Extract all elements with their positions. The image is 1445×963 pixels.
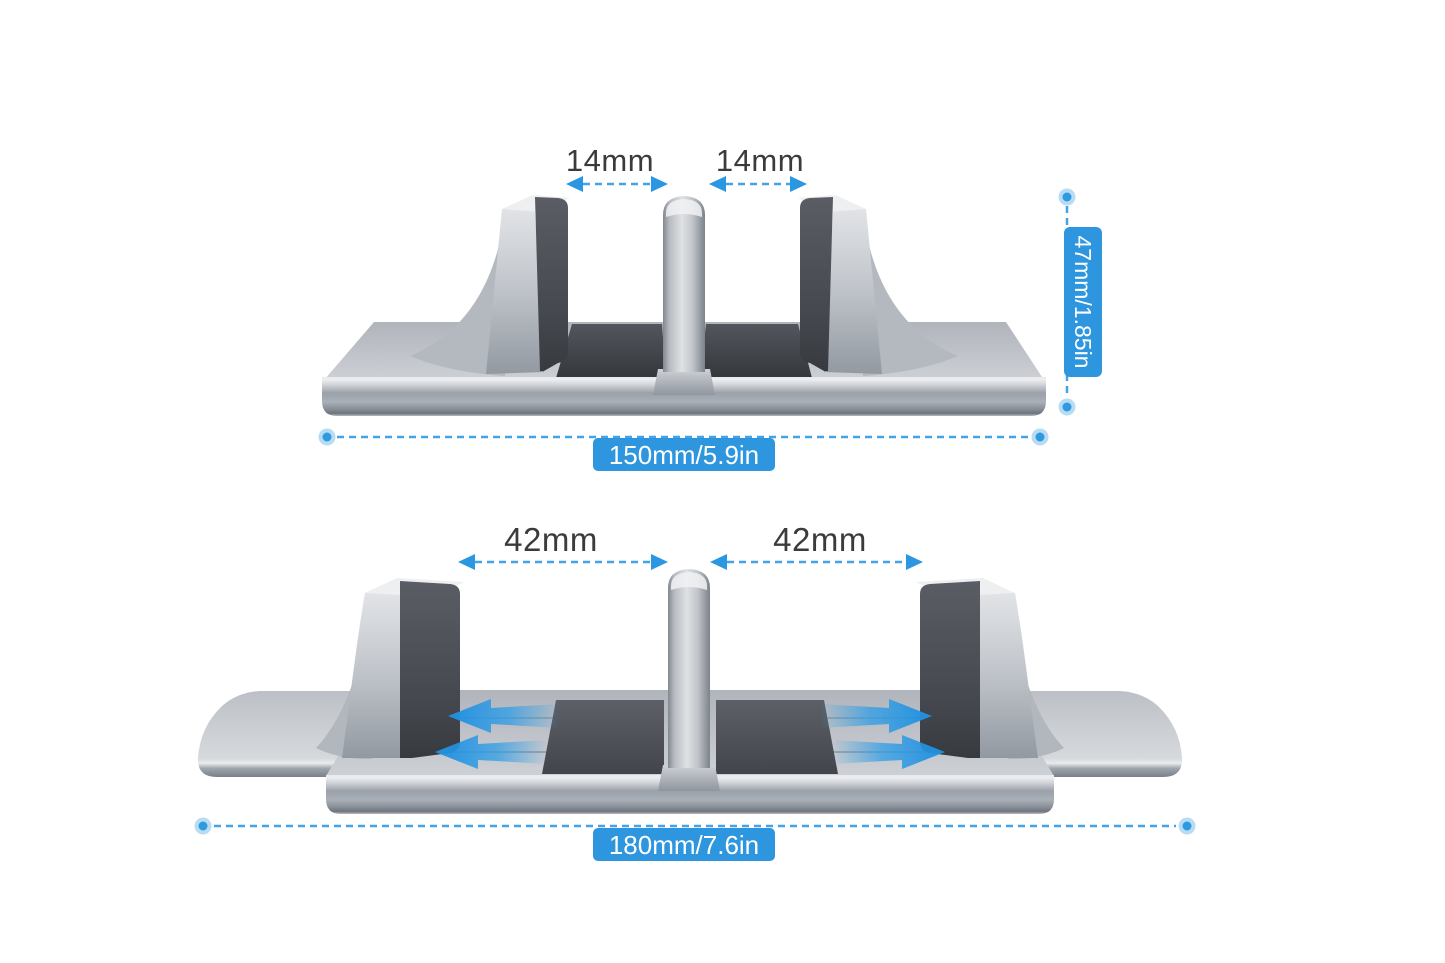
slide-arrow-left-icon [435, 735, 548, 769]
dimension-endpoint-dot [194, 817, 1196, 835]
expanded-stand-illustration [197, 569, 1183, 814]
arrowhead-icon [458, 554, 475, 570]
slide-arrow-right-icon [820, 699, 932, 733]
arrowhead-icon [906, 554, 923, 570]
center-divider [658, 569, 720, 791]
base-front-face [322, 379, 1046, 416]
arrowhead-icon [651, 554, 668, 570]
right-slot-pad [716, 700, 838, 774]
arrowhead-icon [790, 176, 807, 192]
compact-left-slot-width-label: 14mm [565, 143, 655, 178]
right-slot-pad [700, 324, 812, 378]
expanded-right-slot-width-label: 42mm [773, 521, 867, 558]
left-wall [316, 578, 464, 759]
expanded-left-slot-width-label: 42mm [504, 521, 598, 558]
right-wall [798, 195, 958, 376]
arrowhead-icon [651, 176, 668, 192]
expanded-dimension-markers [194, 554, 1196, 835]
slide-arrow-right-icon [832, 735, 945, 769]
right-wall [916, 578, 1064, 759]
compact-base-width-dimension-badge: 150mm/5.9in [593, 438, 775, 471]
compact-stand-illustration [322, 195, 1046, 416]
expanded-dimension-lines [214, 560, 1176, 828]
arrowhead-icon [710, 554, 727, 570]
expanded-base-width-dimension-badge: 180mm/7.6in [593, 828, 775, 861]
base-front-face [326, 777, 1054, 814]
arrowhead-icon [566, 176, 583, 192]
compact-right-slot-width-label: 14mm [715, 143, 805, 178]
slide-direction-arrows [435, 699, 945, 769]
compact-height-dimension-badge: 47mm/1.85in [1064, 227, 1102, 377]
slide-arrow-left-icon [448, 699, 560, 733]
arrowhead-icon [709, 176, 726, 192]
dimension-endpoint-dot [318, 188, 1076, 446]
left-slot-pad [556, 324, 666, 378]
left-wall [410, 195, 570, 376]
center-divider [653, 196, 715, 395]
compact-dimension-markers [318, 176, 1076, 446]
left-slot-pad [542, 700, 664, 774]
